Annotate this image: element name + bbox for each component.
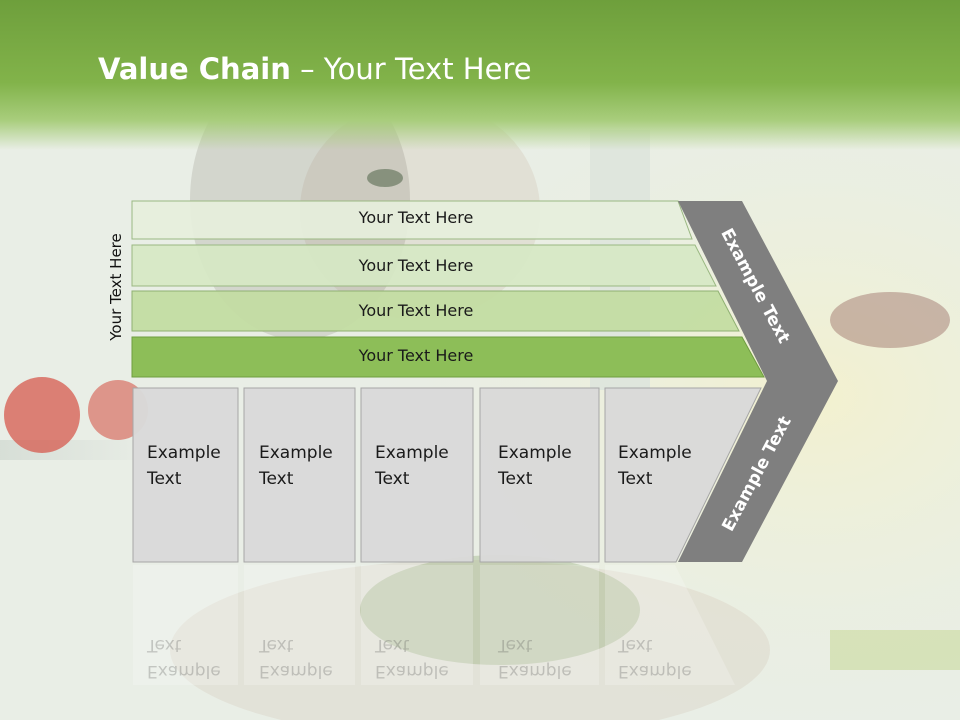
cell-4-reflection: Example Text xyxy=(498,632,572,684)
cell-2-line2: Text xyxy=(259,469,294,489)
cell-3-line2: Text xyxy=(375,469,410,489)
cell-1-reflection: Example Text xyxy=(147,632,221,684)
cell-reflection xyxy=(133,565,238,685)
cell-5-line1: Example xyxy=(618,443,692,463)
cells-reflection xyxy=(133,565,735,685)
cell-reflection xyxy=(605,565,735,685)
bar-1[interactable] xyxy=(131,200,693,240)
cell-3-reflection-line1: Example xyxy=(375,661,449,681)
cell-2-reflection: Example Text xyxy=(259,632,333,684)
cell-1-line2: Text xyxy=(147,469,182,489)
cell-3[interactable] xyxy=(360,387,474,563)
cell-4-text: Example Text xyxy=(498,440,572,492)
cell-3-reflection-line2: Text xyxy=(375,635,410,655)
cell-5-reflection: Example Text xyxy=(618,632,692,684)
cell-4[interactable] xyxy=(479,387,600,563)
cell-5-reflection-line1: Example xyxy=(618,661,692,681)
title-bold: Value Chain xyxy=(98,52,291,86)
cell-1[interactable] xyxy=(132,387,239,563)
bar-2[interactable] xyxy=(131,244,717,287)
cell-reflection xyxy=(244,565,355,685)
cell-2-reflection-line1: Example xyxy=(259,661,333,681)
cell-1-reflection-line2: Text xyxy=(147,635,182,655)
cell-1-line1: Example xyxy=(147,443,221,463)
chevron-arrow[interactable] xyxy=(678,201,838,562)
cell-5-reflection-line2: Text xyxy=(618,635,653,655)
cell-4-reflection-line2: Text xyxy=(498,635,533,655)
cell-1-text: Example Text xyxy=(147,440,221,492)
bar-1-label: Your Text Here xyxy=(358,208,474,227)
cell-3-line1: Example xyxy=(375,443,449,463)
cell-reflection xyxy=(361,565,473,685)
cell-4-line1: Example xyxy=(498,443,572,463)
cell-2-reflection-line2: Text xyxy=(259,635,294,655)
bar-4[interactable] xyxy=(131,336,765,378)
cell-5[interactable] xyxy=(604,387,762,563)
cell-2[interactable] xyxy=(243,387,356,563)
cell-3-text: Example Text xyxy=(375,440,449,492)
cell-2-line1: Example xyxy=(259,443,333,463)
cell-2-text: Example Text xyxy=(259,440,333,492)
title-rest: – Your Text Here xyxy=(290,52,532,86)
cell-5-text: Example Text xyxy=(618,440,692,492)
cell-4-line2: Text xyxy=(498,469,533,489)
bar-3-label: Your Text Here xyxy=(358,301,474,320)
cell-5-line2: Text xyxy=(618,469,653,489)
cell-3-reflection: Example Text xyxy=(375,632,449,684)
bar-3[interactable] xyxy=(131,290,740,332)
header-band xyxy=(0,0,960,150)
cell-1-reflection-line1: Example xyxy=(147,661,221,681)
bar-4-label: Your Text Here xyxy=(358,346,474,365)
side-label: Your Text Here xyxy=(107,233,125,341)
bar-2-label: Your Text Here xyxy=(358,256,474,275)
page-title: Value Chain – Your Text Here xyxy=(98,52,532,86)
cell-4-reflection-line1: Example xyxy=(498,661,572,681)
cell-reflection xyxy=(480,565,599,685)
